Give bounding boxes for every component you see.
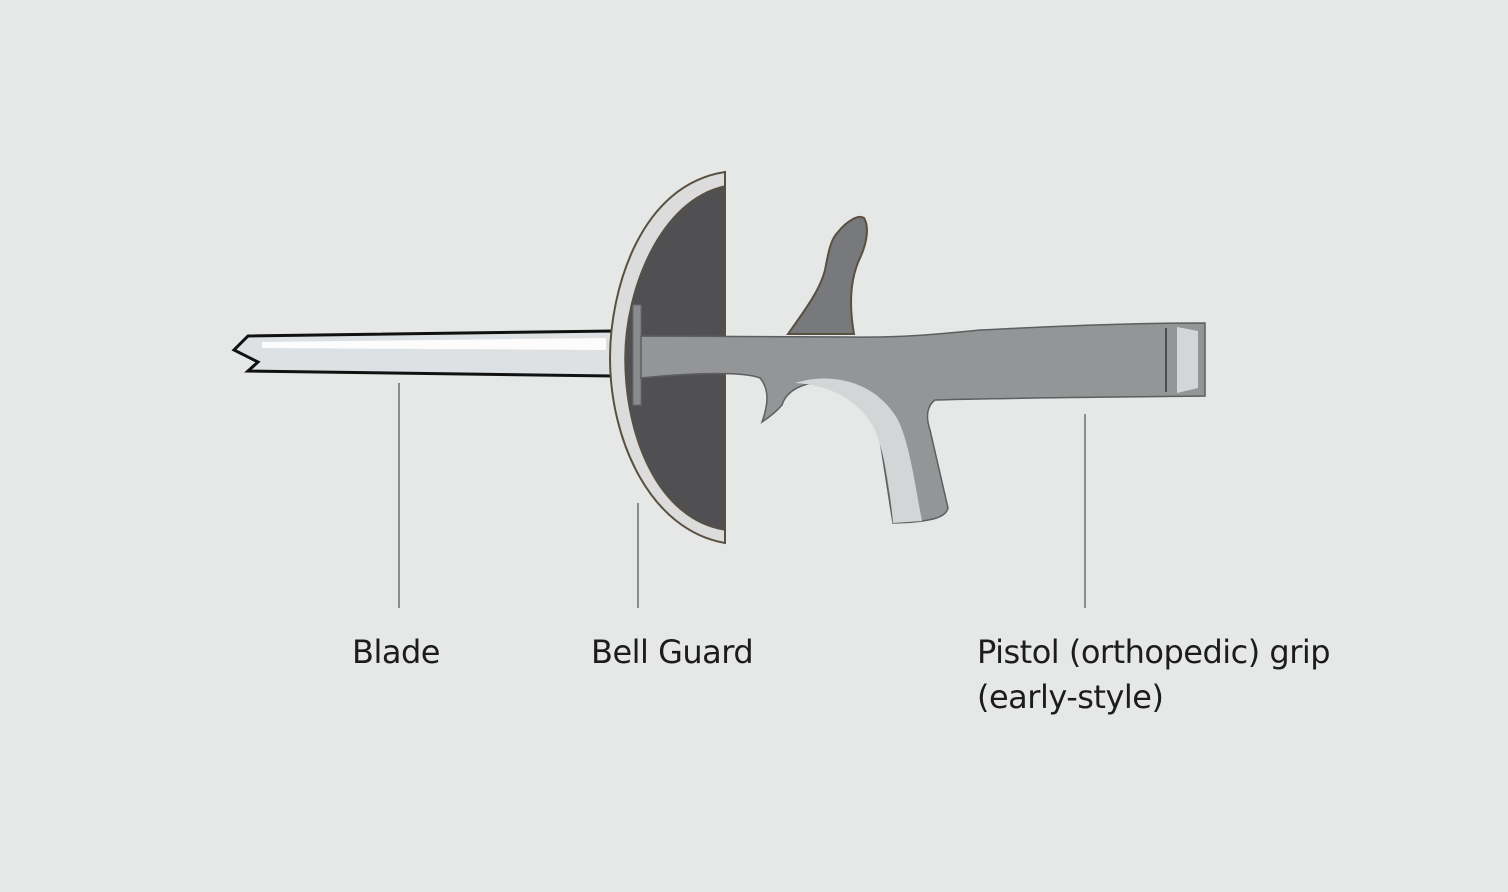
blade-shape	[231, 329, 614, 378]
bell-guard-label: Bell Guard	[591, 633, 754, 671]
thumb-rest-shape	[786, 216, 868, 335]
blade-label: Blade	[352, 633, 440, 671]
pistol-grip-shape	[640, 322, 1206, 524]
pistol-grip-label-line1: Pistol (orthopedic) grip	[977, 633, 1331, 671]
pistol-grip-label: Pistol (orthopedic) grip (early-style)	[977, 630, 1331, 720]
pistol-grip-label-line2: (early-style)	[977, 678, 1164, 716]
